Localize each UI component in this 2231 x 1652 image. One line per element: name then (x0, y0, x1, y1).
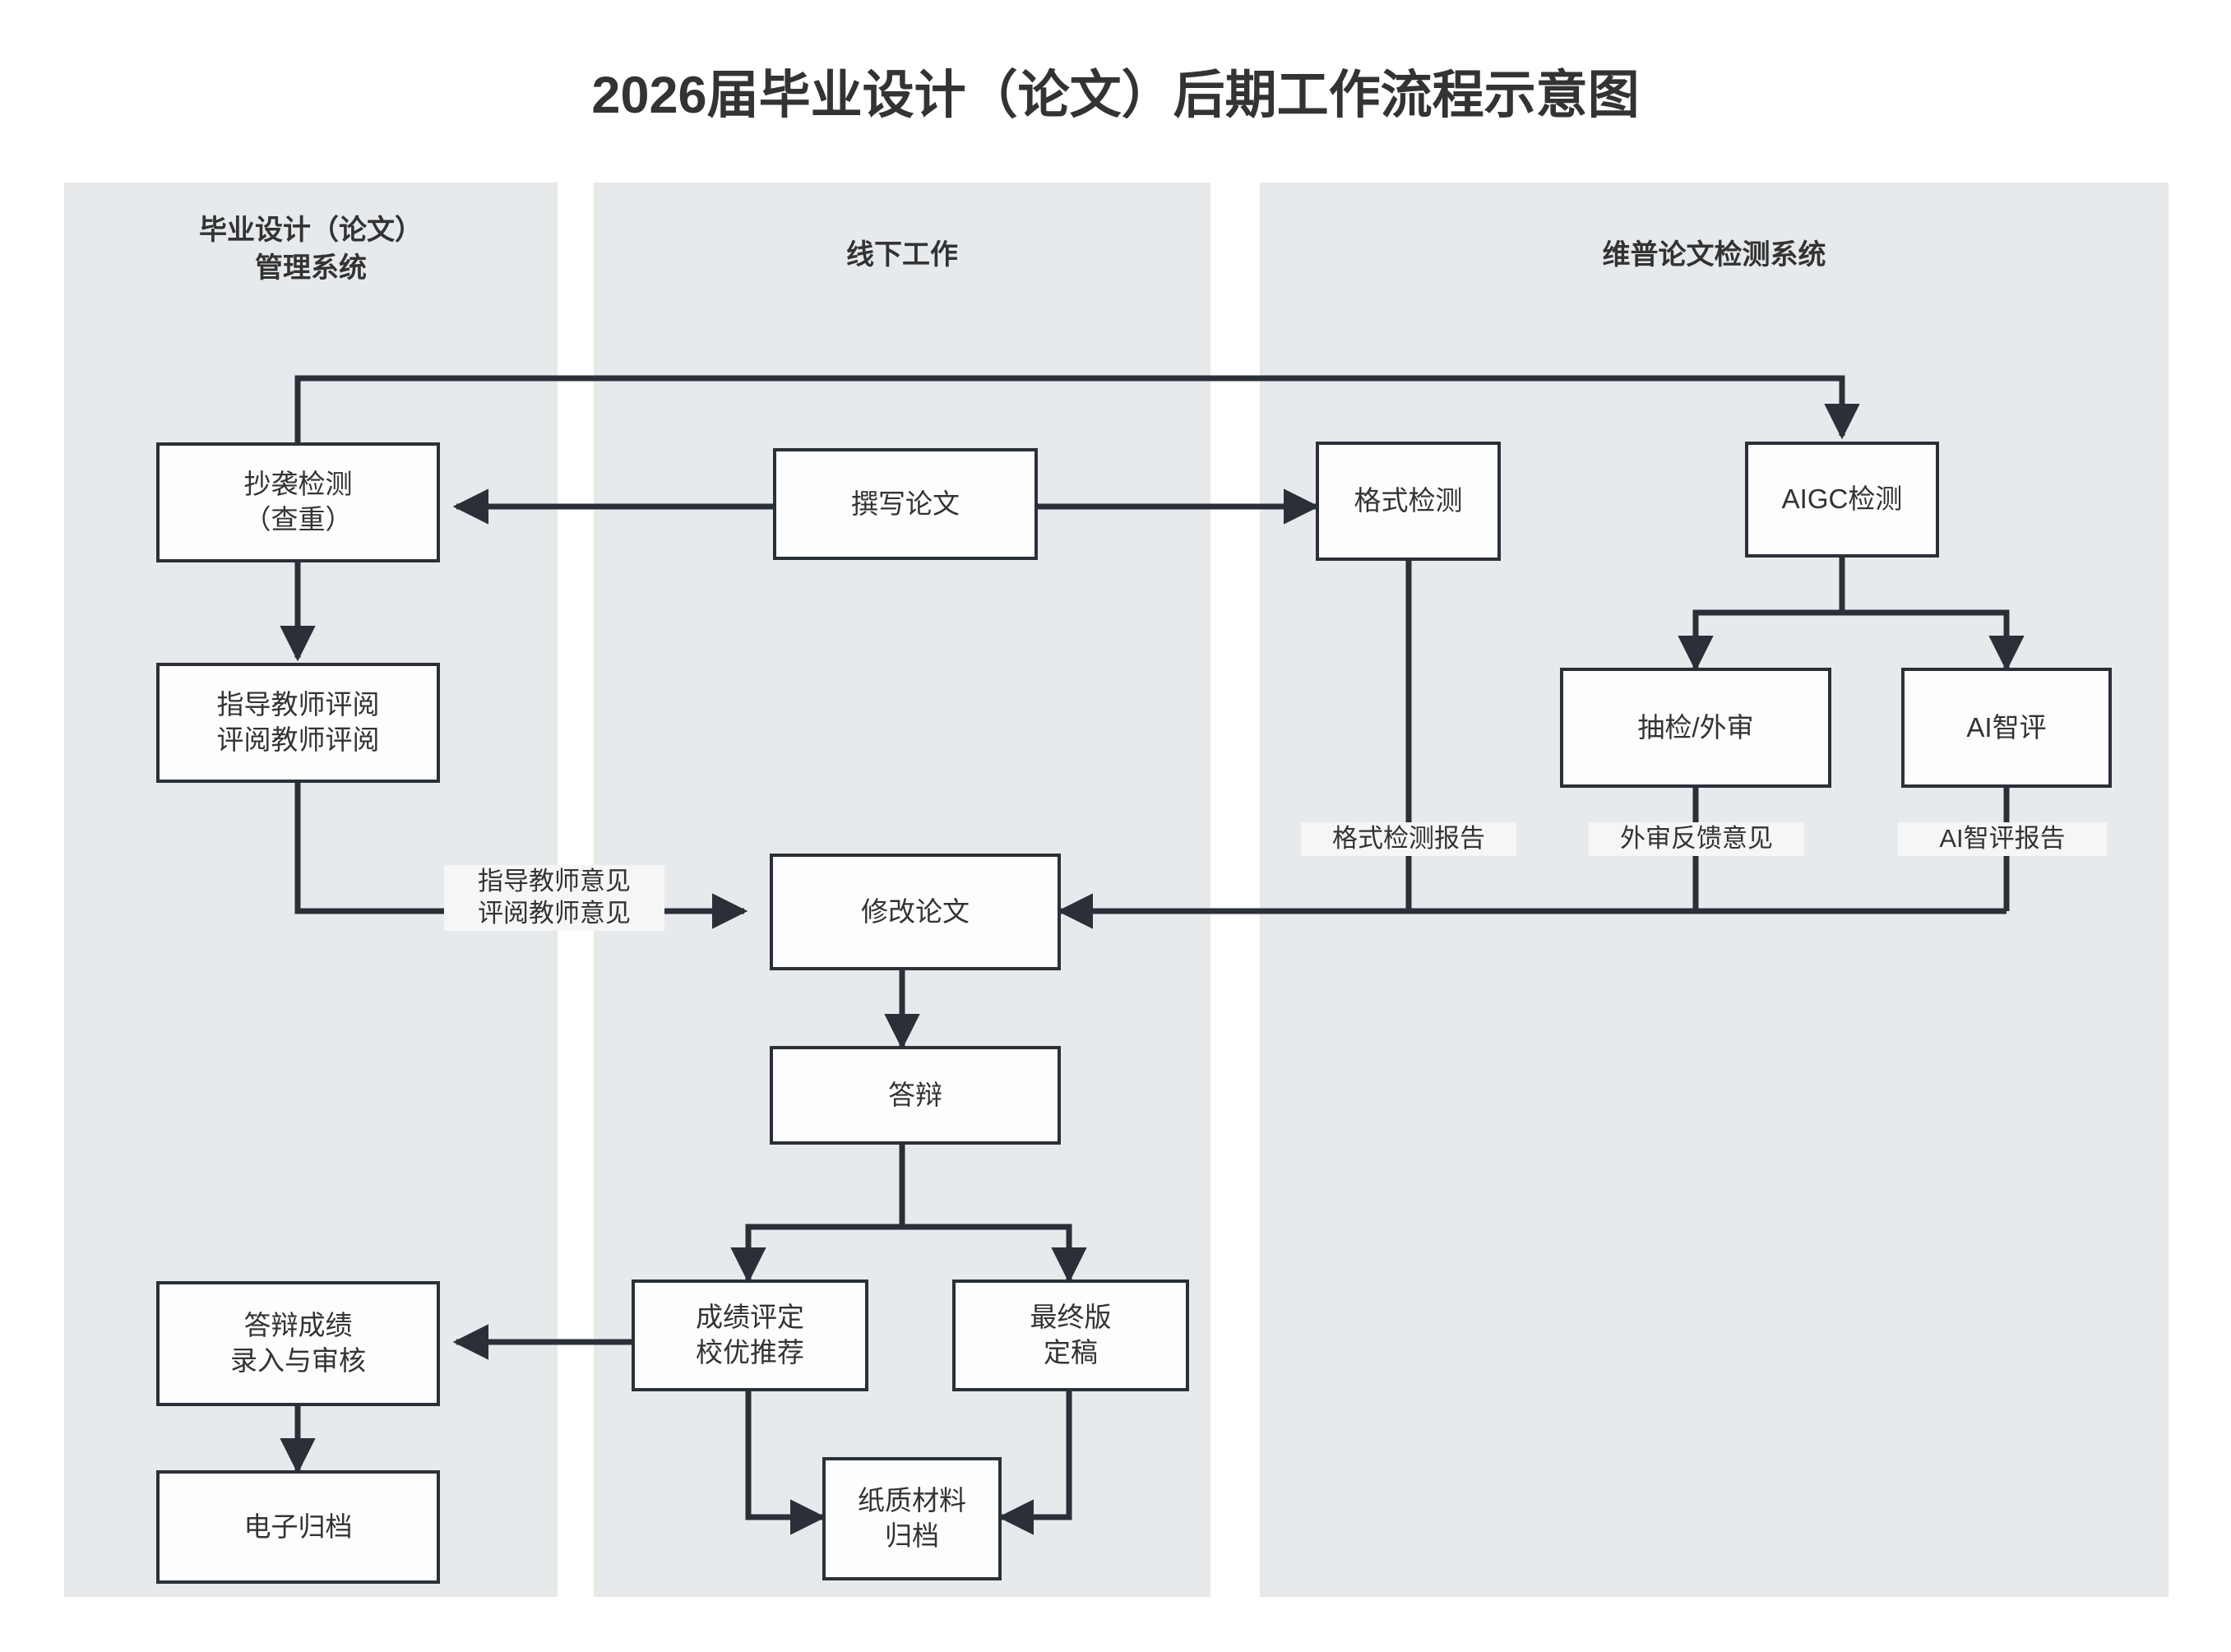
node-label-aigc-check: AIGC检测 (1781, 484, 1903, 515)
node-defense-score-entry[interactable]: 答辩成绩 录入与审核 (156, 1281, 440, 1406)
node-advisor-reviewer-review[interactable]: 指导教师评阅 评阅教师评阅 (156, 663, 440, 783)
edge-label-external-review-feedback: 外审反馈意见 (1589, 822, 1804, 856)
node-paper-archive[interactable]: 纸质材料 归档 (822, 1457, 1002, 1580)
node-revise-thesis[interactable]: 修改论文 (770, 854, 1061, 970)
node-label-paper-archive: 纸质材料 归档 (858, 1485, 966, 1551)
node-plagiarism-check[interactable]: 抄袭检测 （查重） (156, 442, 440, 562)
node-label-sampling-external-review: 抽检/外审 (1637, 711, 1754, 743)
edge-label-teacher-opinions: 指导教师意见 评阅教师意见 (444, 865, 664, 931)
node-label-defense-score-entry: 答辩成绩 录入与审核 (230, 1310, 366, 1376)
lane-title-offline-work: 线下工作 (846, 239, 958, 271)
node-label-ai-smart-review: AI智评 (1966, 711, 2047, 743)
node-label-plagiarism-check: 抄袭检测 （查重） (243, 469, 353, 534)
edge-label-format-check-report: 格式检测报告 (1301, 822, 1516, 856)
node-thesis-defense[interactable]: 答辩 (770, 1046, 1061, 1145)
node-label-write-thesis: 撰写论文 (851, 488, 960, 519)
node-ai-smart-review[interactable]: AI智评 (1901, 668, 2112, 788)
node-electronic-archive[interactable]: 电子归档 (156, 1470, 440, 1584)
node-label-grade-assessment: 成绩评定 校优推荐 (696, 1302, 804, 1367)
lane-title-weipu-detection: 维普论文检测系统 (1602, 239, 1826, 271)
node-sampling-external-review[interactable]: 抽检/外审 (1560, 668, 1831, 788)
lane-title-management-system: 毕业设计（论文） 管理系统 (199, 215, 423, 284)
node-label-advisor-reviewer-review: 指导教师评阅 评阅教师评阅 (216, 689, 380, 755)
node-label-format-check: 格式检测 (1354, 485, 1463, 516)
node-label-final-version: 最终版 定稿 (1030, 1302, 1112, 1367)
node-write-thesis[interactable]: 撰写论文 (773, 448, 1038, 560)
node-aigc-check[interactable]: AIGC检测 (1745, 442, 1939, 558)
page-title: 2026届毕业设计（论文）后期工作流程示意图 (591, 67, 1640, 124)
node-grade-assessment[interactable]: 成绩评定 校优推荐 (632, 1279, 868, 1391)
node-label-thesis-defense: 答辩 (888, 1079, 942, 1110)
edge-label-ai-smart-review-report: AI智评报告 (1898, 822, 2107, 856)
node-final-version[interactable]: 最终版 定稿 (952, 1279, 1189, 1391)
node-label-electronic-archive: 电子归档 (243, 1511, 353, 1542)
node-label-revise-thesis: 修改论文 (861, 895, 970, 927)
lane-weipu-detection (1260, 183, 2169, 1597)
node-format-check[interactable]: 格式检测 (1316, 442, 1501, 561)
